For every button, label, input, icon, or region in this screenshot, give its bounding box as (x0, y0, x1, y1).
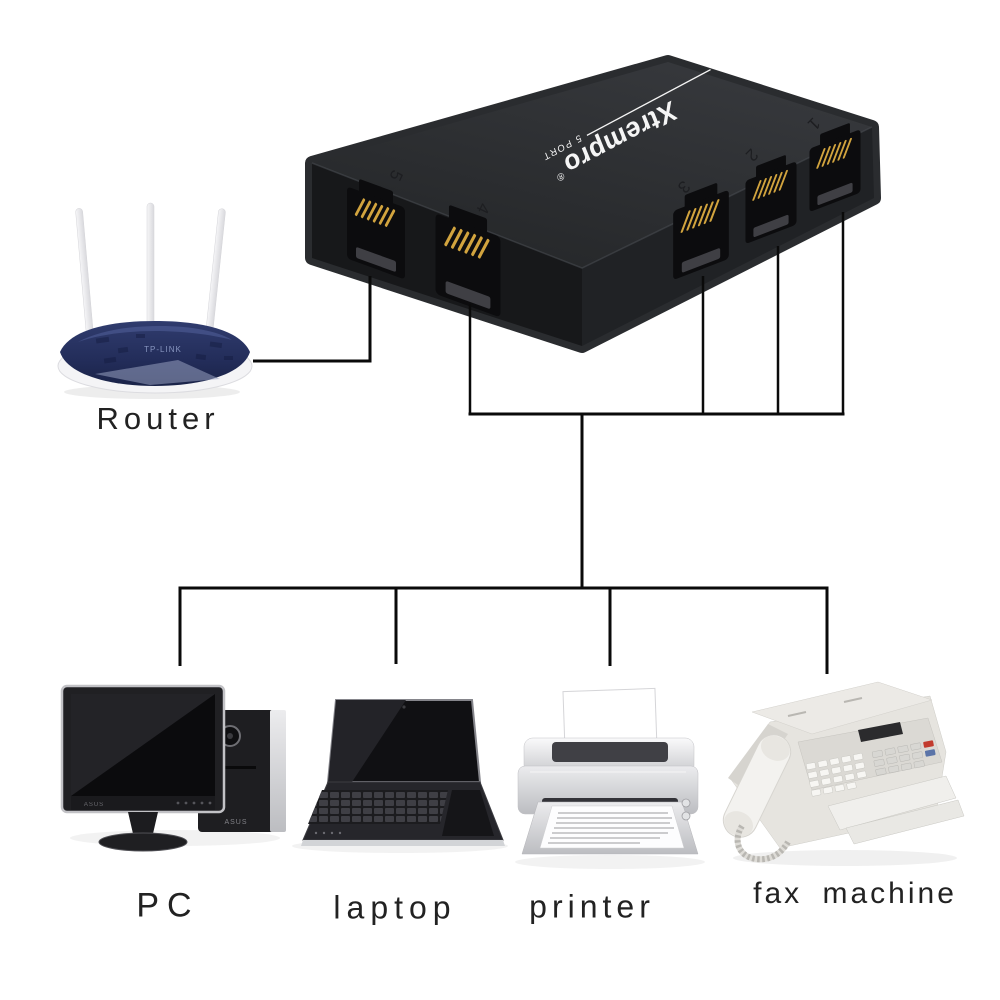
laptop-screen-gloss (328, 700, 406, 782)
fax-cord-coils (734, 824, 791, 863)
fax-machine-label: fax machine (753, 877, 957, 910)
port-jack-3 (673, 183, 729, 279)
port-pins (680, 199, 720, 233)
fax-shadow (733, 850, 957, 866)
registered-mark: ® (555, 169, 566, 183)
pc-monitor: ASUS (60, 684, 226, 852)
router-brand-text: TP-LINK (144, 345, 182, 354)
pc-image: ASUS ASUS (60, 684, 286, 852)
port-jack-2 (745, 155, 797, 244)
printer-output-page (539, 805, 685, 849)
connection-lines (178, 212, 845, 674)
port-pins (816, 137, 852, 169)
laptop-palmrest (442, 790, 494, 836)
printed-text-lines (548, 812, 674, 844)
port-pins (444, 226, 490, 259)
logo-underline (586, 69, 711, 136)
laptop-webcam (402, 705, 406, 709)
connector-router-to-port5 (253, 276, 372, 363)
fax-paper-support (751, 681, 933, 735)
port-pins (752, 169, 788, 201)
fax-number-keys (871, 740, 936, 776)
router-antennas (75, 202, 226, 337)
port-jack-5 (347, 179, 405, 279)
fax-blue-button (924, 749, 936, 757)
router-texture (95, 334, 233, 364)
printer-button-bottom (681, 811, 691, 821)
fax-handset (722, 734, 792, 838)
laptop-front-edge (301, 840, 505, 846)
router-shell (60, 321, 250, 386)
fax-tray-bottom (845, 799, 965, 845)
fax-tray-top (827, 775, 957, 831)
router-gloss (78, 326, 232, 342)
port-jack-1 (809, 123, 861, 212)
fax-display (858, 722, 903, 742)
router-label: Router (96, 401, 220, 436)
monitor-control-dots (176, 801, 212, 805)
laptop-label: laptop (333, 889, 457, 926)
fax-support-slots (787, 697, 863, 717)
port-jack-4 (435, 205, 501, 317)
laptop-led-dots (314, 831, 342, 835)
fax-machine-image (722, 681, 965, 866)
laptop-keys (308, 790, 448, 824)
pc-monitor-brand-text: ASUS (84, 802, 104, 808)
printer-shadow (515, 855, 705, 869)
fax-red-button (923, 740, 934, 748)
pc-label: PC (136, 886, 200, 925)
monitor-base (98, 832, 188, 852)
fax-white-keypad (805, 753, 867, 797)
monitor-stand (128, 812, 158, 838)
printer-button-top (681, 798, 691, 808)
router-facet (95, 360, 220, 385)
printer-feed-slot (552, 742, 668, 762)
pc-tower-brand-text: ASUS (224, 819, 247, 826)
printer-image (515, 687, 705, 869)
laptop-image (292, 699, 508, 853)
port-pins (354, 198, 396, 227)
switch-image: Xtrempro ® 5 PORT 5 4 3 2 1 (305, 55, 881, 353)
printer-label: printer (529, 888, 655, 925)
router-image: TP-LINK (57, 202, 253, 399)
